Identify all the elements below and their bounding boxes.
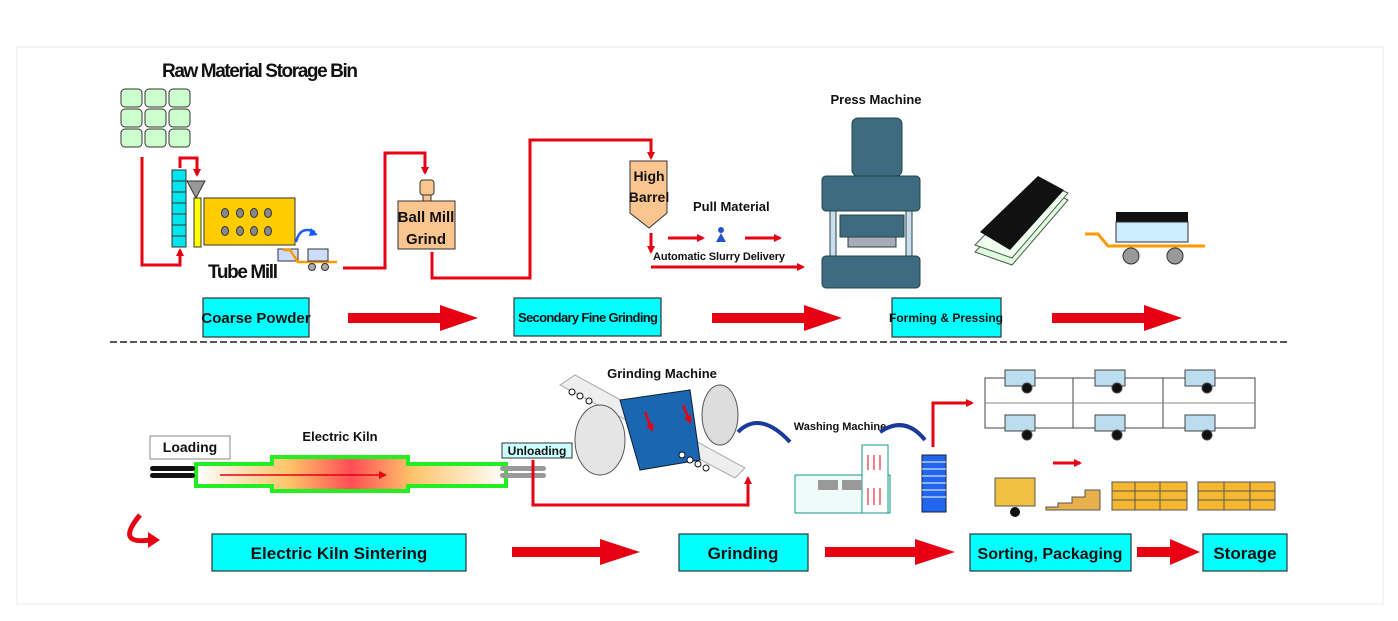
person-icon: [716, 227, 726, 242]
stage-arrow: [825, 539, 955, 565]
stage-arrow: [1137, 539, 1200, 565]
pull-material-label: Pull Material: [693, 199, 770, 214]
electric-kiln-icon: [150, 455, 546, 493]
press-machine-icon: [821, 117, 921, 289]
svg-text:Forming & Pressing: Forming & Pressing: [889, 311, 1003, 325]
loading-box: [149, 435, 231, 460]
grinding-machine-icon: [559, 374, 792, 479]
tile-stack-icon: [974, 176, 1069, 266]
stage-grinding: Grinding: [678, 533, 809, 572]
svg-text:Secondary Fine Grinding: Secondary Fine Grinding: [518, 310, 658, 325]
stage-arrow: [348, 305, 478, 331]
ball-mill-label: Ball Mill: [398, 209, 455, 226]
unloading-label: Unloading: [508, 444, 567, 458]
cart-icon: [277, 248, 337, 271]
return-arrow-icon: [127, 513, 151, 544]
tube-mill-icon: [171, 169, 318, 248]
high-barrel-label: High: [633, 168, 664, 184]
loading-label: Loading: [163, 439, 217, 455]
flow-line: [178, 156, 201, 177]
washing-machine-icon: [794, 423, 927, 514]
svg-text:Electric Kiln Sintering: Electric Kiln Sintering: [251, 544, 428, 563]
flow-line: [931, 399, 974, 447]
svg-text:Grinding: Grinding: [708, 544, 779, 563]
packaging-icon: [994, 477, 1276, 517]
sorting-line-icon: [984, 369, 1256, 441]
storage-bin-label: Raw Material Storage Bin: [162, 61, 358, 82]
stage-arrow: [512, 539, 640, 565]
trolley-icon: [1085, 212, 1205, 265]
electric-kiln-label: Electric Kiln: [302, 429, 377, 444]
stage-electric-kiln-sintering: Electric Kiln Sintering: [211, 533, 467, 572]
stage-coarse-powder: Coarse Powder: [201, 297, 311, 338]
grinding-machine-label: Grinding Machine: [607, 366, 717, 381]
stage-arrow: [712, 305, 842, 331]
washing-machine-label: Washing Machine: [794, 421, 887, 433]
flow-line: [343, 151, 429, 270]
flow-line: [531, 460, 752, 507]
stage-secondary-fine-grinding: Secondary Fine Grinding: [513, 297, 662, 337]
slurry-delivery-label: Automatic Slurry Delivery: [653, 251, 786, 263]
svg-text:Coarse Powder: Coarse Powder: [201, 310, 310, 327]
high-barrel-icon: [629, 160, 668, 229]
flow-line: [430, 138, 655, 280]
frame: [16, 46, 1384, 605]
unloading-box: [501, 442, 573, 459]
tube-mill-label: Tube Mill: [208, 262, 278, 283]
ball-mill-label-2: Grind: [406, 231, 446, 248]
stage-arrow: [1052, 305, 1182, 331]
rack-icon: [921, 454, 947, 513]
stage-forming-pressing: Forming & Pressing: [889, 297, 1003, 338]
svg-text:Storage: Storage: [1213, 544, 1276, 563]
press-machine-label: Press Machine: [830, 92, 921, 107]
flow-line: [140, 157, 184, 267]
ball-mill-icon: [397, 179, 456, 250]
storage-bin-icon: [120, 88, 191, 148]
svg-text:Sorting, Packaging: Sorting, Packaging: [978, 546, 1123, 563]
high-barrel-label-2: Barrel: [629, 189, 669, 205]
stage-sorting-packaging: Sorting, Packaging: [969, 533, 1132, 572]
stage-storage: Storage: [1202, 533, 1288, 572]
